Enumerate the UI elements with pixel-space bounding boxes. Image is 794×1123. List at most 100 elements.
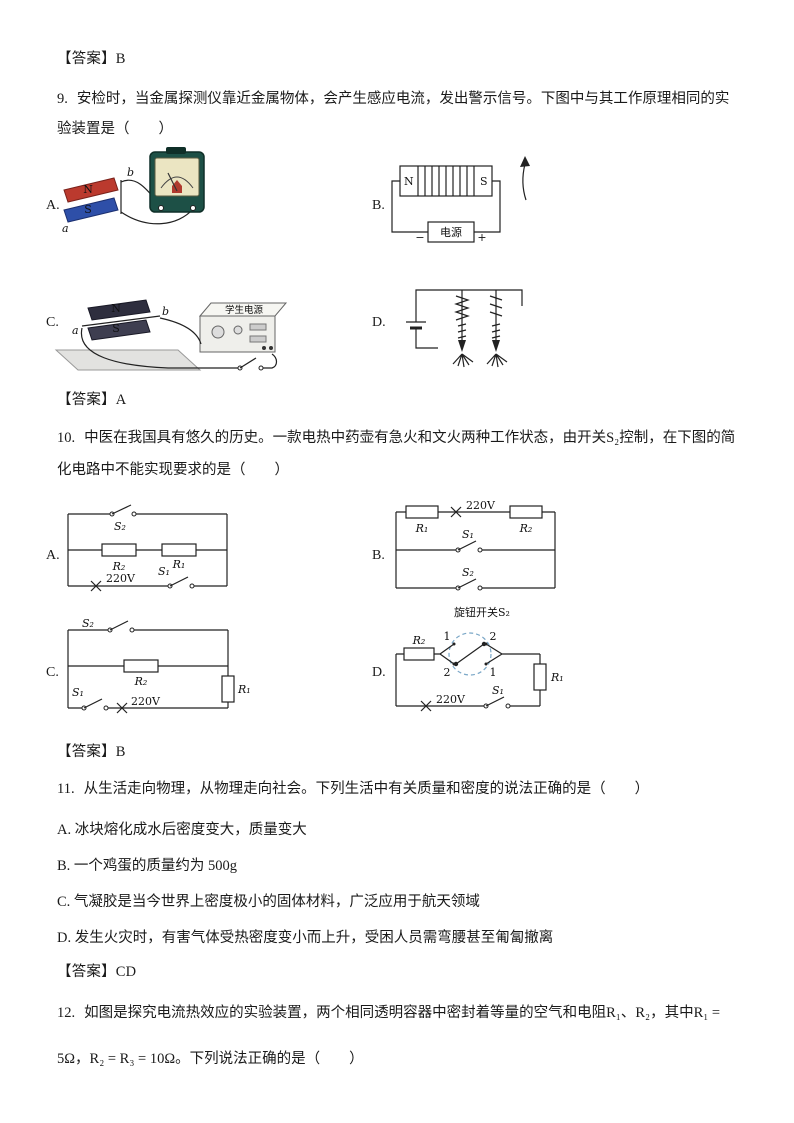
- resistor-r1: [405, 505, 439, 519]
- q12-text: 如图是探究电流热效应的实验装置，两个相同透明容器中密封着等量的空气和电阻R₁、R…: [57, 1005, 721, 1067]
- dial-needle: [167, 172, 178, 192]
- label-a: a: [62, 222, 69, 235]
- iron-filings: [452, 353, 508, 368]
- wires: [391, 180, 501, 233]
- label-r2: R₂: [134, 675, 148, 688]
- label-s: S: [480, 175, 488, 188]
- label-s2: S₂: [114, 520, 126, 533]
- q9-option-d-label: D.: [372, 315, 386, 330]
- screw-2: [489, 290, 503, 352]
- magnet-south-bar: [87, 319, 151, 341]
- terminal-dot: [452, 662, 456, 666]
- answer-q10: 【答案】B: [57, 744, 126, 760]
- label-n: N: [404, 175, 414, 188]
- q9-text: 安检时，当金属探测仪靠近金属物体，会产生感应电流，发出警示信号。下图中与其工作原…: [57, 91, 730, 137]
- resistor-r2: [123, 659, 159, 673]
- switch-contact: [477, 585, 483, 591]
- q10-number: 10.: [57, 430, 76, 446]
- q10-option-a-label: A.: [46, 548, 60, 563]
- power-source-label: 电源: [440, 225, 462, 239]
- label-s2: S₂: [462, 566, 474, 579]
- resistor-r2: [509, 505, 543, 519]
- power-supply-label: 学生电源: [225, 304, 264, 316]
- label-s1: S₁: [72, 686, 84, 699]
- magnet-north-bar: [63, 177, 119, 203]
- switch-contact: [477, 547, 483, 553]
- resistor-r2: [403, 647, 435, 661]
- answer-q8: 【答案】B: [57, 51, 126, 67]
- terminal: [269, 346, 273, 350]
- label-s1: S₁: [492, 684, 504, 697]
- source-mark: [420, 700, 432, 712]
- switch-contact: [505, 703, 511, 709]
- label-b: b: [127, 166, 134, 179]
- q11-number: 11.: [57, 781, 75, 797]
- q10-stem: 10.中医在我国具有悠久的历史。一款电热中药壶有急火和文火两种工作状态，由开关S…: [57, 422, 741, 486]
- terminal-dot: [484, 642, 488, 646]
- terminal-dot: [484, 662, 488, 666]
- label-r1: R₁: [237, 683, 251, 696]
- q9-option-c-label: C.: [46, 315, 59, 330]
- conductor-rod: [81, 315, 161, 327]
- switch-contact: [131, 511, 137, 517]
- q11-stem: 11. 从生活走向物理，从物理走向社会。下列生活中有关质量和密度的说法正确的是（ …: [57, 774, 741, 804]
- magnet-north-bar: [87, 299, 151, 321]
- screw-1: [454, 290, 470, 352]
- power-source-box: [427, 221, 475, 243]
- label-r1: R₁: [550, 671, 564, 684]
- q10-option-d-label: D.: [372, 665, 386, 680]
- label-s1: S₁: [462, 528, 474, 541]
- terminal-label-top-right: 2: [490, 630, 497, 643]
- source-mark: [90, 580, 102, 592]
- terminal: [158, 205, 164, 211]
- label-s1: S₁: [158, 565, 170, 578]
- q12-number: 12.: [57, 1005, 76, 1021]
- terminal: [262, 346, 266, 350]
- switch-blade: [457, 540, 477, 551]
- dial-house-mark: [172, 180, 182, 193]
- q11-text: 从生活走向物理，从物理走向社会。下列生活中有关质量和密度的说法正确的是（ ）: [83, 781, 650, 797]
- switch-blade: [111, 504, 132, 515]
- answer-q11: 【答案】CD: [57, 964, 137, 980]
- coil-turns: [417, 166, 475, 196]
- label-s: S: [112, 322, 120, 335]
- terminal-label-bottom-left: 2: [444, 666, 451, 679]
- motion-arrow-shaft: [522, 163, 527, 201]
- resistor-r1: [161, 543, 197, 557]
- switch-blade: [239, 357, 257, 369]
- q10-circuit-d: 旋钮开关S₂ 1 2 2 1 R₂ R₁ 220V S₁: [395, 605, 564, 712]
- q11-option-c: C. 气凝胶是当今世界上密度极小的固体材料，广泛应用于航天领域: [57, 894, 480, 910]
- label-r2: R₂: [412, 634, 426, 647]
- label-s2: S₂: [82, 617, 94, 630]
- label-220v: 220V: [131, 695, 161, 708]
- switch-blade: [169, 576, 189, 587]
- q9-diagram-a: N S b a: [62, 147, 205, 235]
- label-220v: 220V: [106, 572, 136, 585]
- switch-blade: [457, 578, 477, 589]
- q12-stem: 12.如图是探究电流热效应的实验装置，两个相同透明容器中密封着等量的空气和电阻R…: [57, 990, 747, 1082]
- q9-option-b-label: B.: [372, 198, 385, 213]
- q10-option-c-label: C.: [46, 665, 59, 680]
- wires: [395, 511, 556, 589]
- switch-contact: [189, 583, 195, 589]
- terminal-label-bottom-right: 1: [490, 666, 497, 679]
- terminal-label-top-left: 1: [444, 630, 451, 643]
- label-n: N: [111, 302, 121, 315]
- switch-contact: [258, 365, 264, 371]
- q10-circuit-a: S₂ R₂ R₁ 220V S₁: [67, 504, 228, 592]
- resistor-r1: [533, 663, 547, 691]
- meter-window: [249, 323, 267, 331]
- q9-option-a-label: A.: [46, 198, 60, 213]
- rotary-contact-blade: [455, 643, 485, 665]
- galvanometer-handle: [166, 147, 186, 154]
- q10-text: 中医在我国具有悠久的历史。一款电热中药壶有急火和文火两种工作状态，由开关S₂控制…: [57, 430, 736, 478]
- motion-arrow-head: [520, 156, 530, 167]
- wires: [80, 317, 278, 369]
- rotary-switch-title: 旋钮开关S₂: [454, 605, 510, 619]
- resistor-r1: [221, 675, 235, 703]
- q9-number: 9.: [57, 91, 68, 107]
- dial-scale-arc: [160, 176, 194, 189]
- q11-option-a: A. 冰块熔化成水后密度变大，质量变大: [57, 822, 307, 838]
- q10-circuit-b: 220V R₁ R₂ S₁ S₂: [395, 499, 556, 591]
